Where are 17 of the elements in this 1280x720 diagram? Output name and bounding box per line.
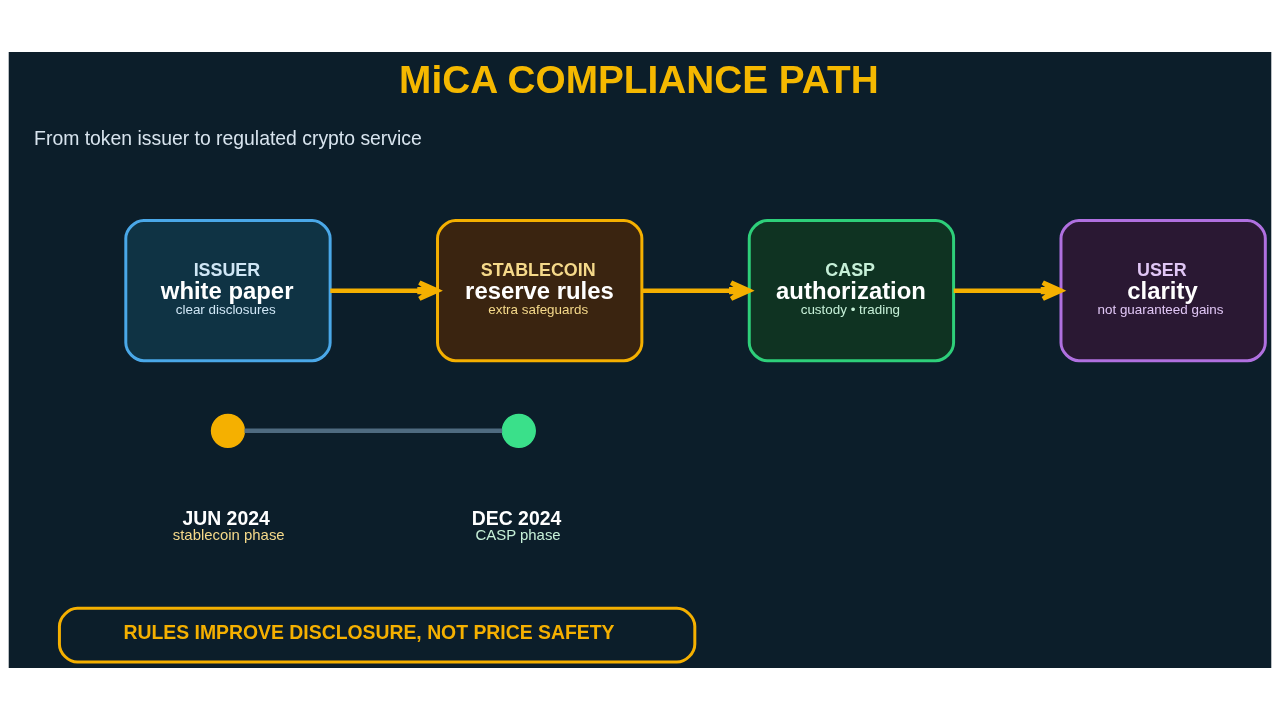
connector (244, 428, 503, 434)
node-box: STABLECOIN reserve rules extra safeguards (436, 219, 644, 363)
arrow (642, 280, 752, 301)
diagram-title: MiCA COMPLIANCE PATH (399, 58, 879, 102)
node-label: JUN 2024 (182, 506, 270, 529)
node-box: CASP authorization custody • trading (747, 219, 956, 363)
arrow (953, 280, 1064, 301)
node-label: DEC 2024 (471, 506, 562, 529)
label: From token issuer to regulated crypto service (34, 127, 422, 150)
node-label: stablecoin phase (172, 527, 285, 544)
node-box: RULES IMPROVE DISCLOSURE, NOT PRICE SAFETY (57, 606, 697, 664)
arrow (330, 280, 440, 301)
node-box: ISSUER white paper clear disclosures (124, 219, 332, 363)
node-label: CASP phase (475, 527, 561, 544)
node-circle (210, 413, 246, 448)
node-circle (501, 413, 536, 448)
node-box: USER clarity not guaranteed gains (1059, 219, 1267, 363)
